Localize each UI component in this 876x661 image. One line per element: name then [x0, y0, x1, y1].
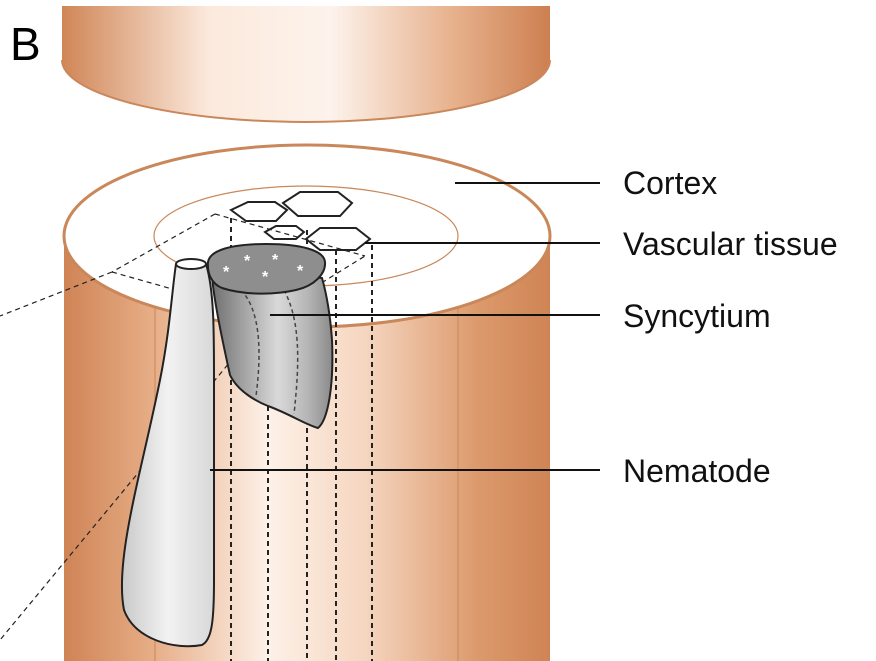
panel-letter: B	[10, 18, 41, 70]
svg-text:*: *	[223, 264, 230, 281]
svg-text:*: *	[272, 252, 279, 269]
label-cortex: Cortex	[623, 165, 717, 201]
svg-text:*: *	[297, 263, 304, 280]
label-vascular-tissue: Vascular tissue	[623, 226, 838, 262]
label-syncytium: Syncytium	[623, 298, 771, 334]
svg-text:*: *	[262, 269, 269, 286]
upper-root-segment	[62, 6, 550, 122]
svg-text:*: *	[244, 253, 251, 270]
label-nematode: Nematode	[623, 453, 771, 489]
